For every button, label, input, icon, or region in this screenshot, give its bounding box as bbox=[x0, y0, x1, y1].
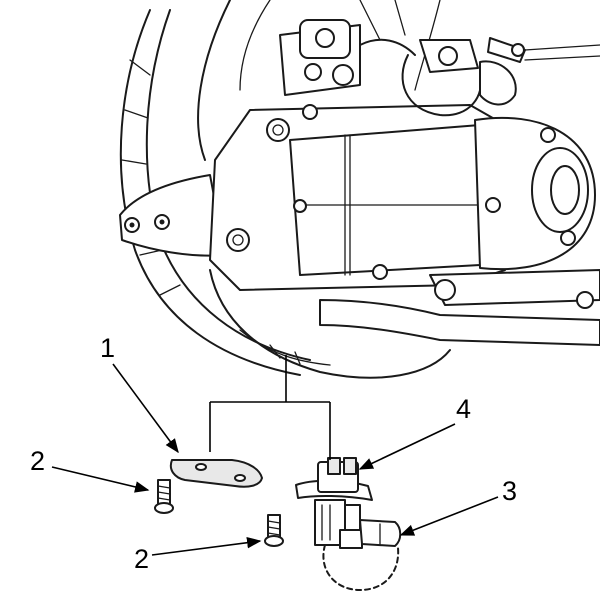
part-4-connector bbox=[295, 457, 373, 549]
support-bracket bbox=[319, 269, 600, 346]
callout-leaders bbox=[51, 363, 499, 556]
transmission-housing bbox=[119, 0, 441, 376]
part-2-screw-lower bbox=[264, 514, 284, 547]
part-2-screw-upper bbox=[154, 479, 174, 514]
callout-4: 4 bbox=[456, 394, 471, 424]
callout-3: 3 bbox=[502, 476, 517, 506]
housing-flange bbox=[119, 174, 226, 257]
starter-motor bbox=[209, 104, 596, 291]
callout-1: 1 bbox=[100, 333, 115, 363]
callout-labels: 1 2 2 3 4 bbox=[30, 333, 517, 574]
part-3-cap-chain bbox=[322, 519, 402, 591]
part-1-cover-plate bbox=[169, 459, 263, 488]
callout-2-upper: 2 bbox=[30, 446, 45, 476]
callout-2-lower: 2 bbox=[134, 544, 149, 574]
solenoid bbox=[279, 19, 600, 117]
group-leader-bracket bbox=[209, 355, 331, 460]
lower-housing bbox=[209, 269, 451, 379]
